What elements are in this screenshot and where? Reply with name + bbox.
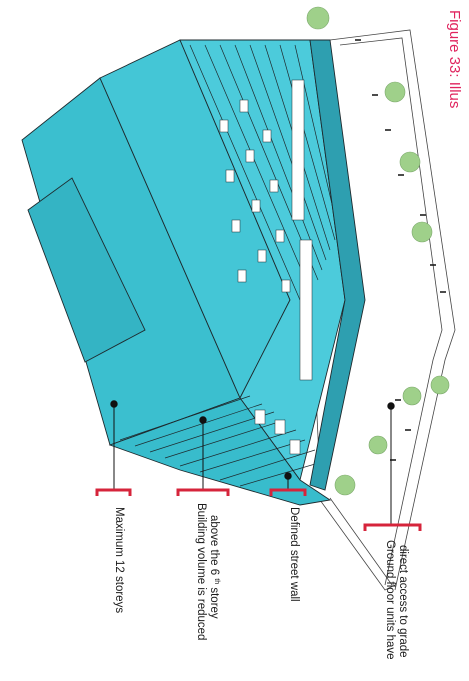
callout-ground-floor-line1: Ground floor units have	[384, 540, 396, 660]
bracket-1	[97, 490, 130, 496]
tree	[412, 222, 432, 242]
tree	[385, 82, 405, 102]
callout-line2-text: above the 6	[208, 515, 220, 575]
tree	[369, 436, 387, 454]
callout-volume-reduced-line1: Building volume is reduced	[195, 503, 207, 640]
tree	[335, 475, 355, 495]
leader-dot	[200, 417, 206, 423]
bracket-4	[365, 525, 420, 531]
callout-brackets	[97, 490, 420, 531]
callout-max-storeys: Maximum 12 storeys	[113, 507, 125, 613]
callout-street-wall: Defined street wall	[288, 507, 300, 602]
callout-volume-reduced-line2: above the 6 th storey	[208, 515, 220, 619]
leader-dot	[111, 401, 117, 407]
callout-ground-floor-line2: direct access to grade	[397, 545, 409, 658]
tree	[307, 7, 329, 29]
leader-dot	[285, 473, 291, 479]
figure-caption: Figure 33: Illus	[446, 10, 463, 108]
tree	[400, 152, 420, 172]
pedestrians	[355, 40, 446, 460]
building-massing	[22, 40, 365, 505]
tree	[403, 387, 421, 405]
bracket-2	[178, 490, 228, 496]
callout-line2-rest: storey	[208, 584, 220, 619]
tree	[431, 376, 449, 394]
leader-dot	[388, 403, 394, 409]
